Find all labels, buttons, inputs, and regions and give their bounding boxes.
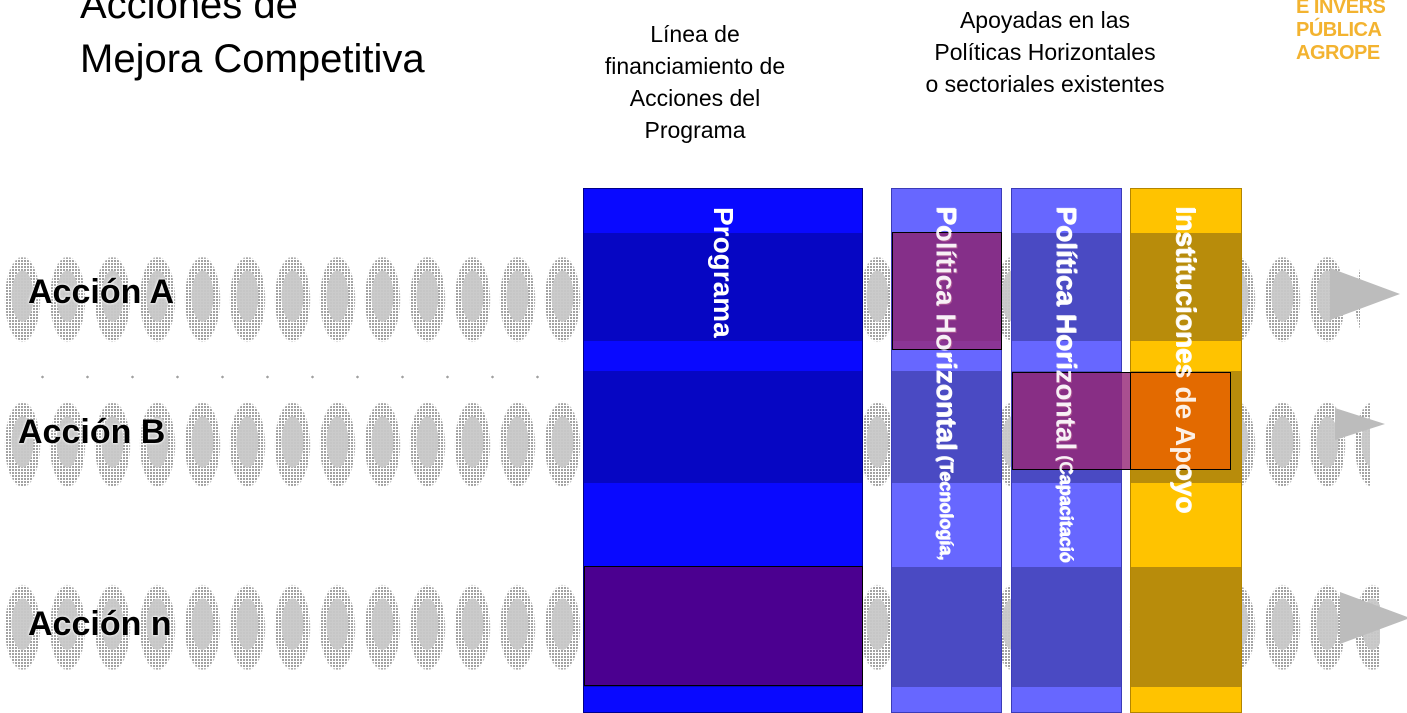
instituciones-accion-b-highlight <box>1130 372 1231 470</box>
accion-b-label: Acción B <box>18 413 166 451</box>
arrow-tip-b <box>1335 408 1385 440</box>
dotted-separator <box>20 372 580 382</box>
linea-financiamiento-title: Línea de financiamiento de Acciones del … <box>604 21 786 143</box>
main-title: Acciones de Mejora Competitiva <box>80 0 425 81</box>
politicas-title: Apoyadas en las Políticas Horizontales o… <box>925 7 1165 97</box>
accion-a-label: Acción A <box>28 273 175 311</box>
accion-n-label: Acción n <box>28 605 172 643</box>
corner-logo-text: E INVERS PÚBLICA AGROPE <box>1296 0 1386 64</box>
arrow-tip-n <box>1340 592 1407 644</box>
politica-tecnologia-accion-a-highlight <box>892 232 1002 350</box>
politica-capacitacion-accion-b-highlight <box>1012 372 1132 470</box>
programa-accion-n-highlight <box>584 566 863 686</box>
programa-label: Programa <box>708 207 739 338</box>
arrow-tip-a <box>1330 268 1400 320</box>
